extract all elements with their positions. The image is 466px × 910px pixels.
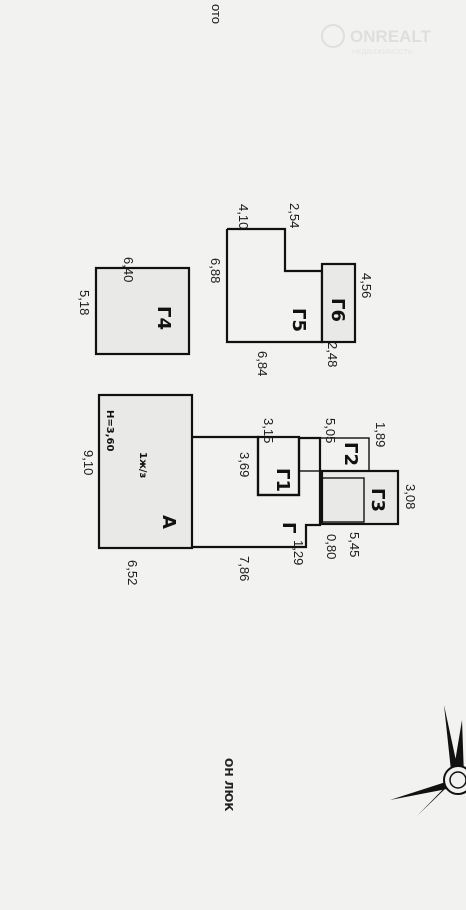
g5-dim-bottom: 6,84 (255, 351, 270, 376)
g4-dim-left: 5,18 (77, 290, 92, 315)
building-g3-inner (321, 477, 365, 523)
g5-dim-top: 4,10 (236, 204, 251, 229)
building-a-label: А (158, 515, 179, 529)
building-g5: Г5 4,10 2,54 6,88 6,84 (208, 203, 324, 376)
building-g4: Г4 6,40 5,18 (77, 257, 191, 356)
building-a-floors: 1ж/з (137, 452, 148, 479)
g3-dim-right: 3,08 (403, 484, 418, 509)
building-g1-label: Г1 (272, 468, 293, 492)
building-g3: Г3 3,08 5,45 (320, 469, 418, 557)
corner-text: ото (209, 4, 224, 24)
g4-dim-top: 6,40 (121, 257, 136, 282)
compass-rose-icon (390, 705, 466, 816)
building-g4-label: Г4 (153, 306, 174, 330)
building-g2: Г2 5,05 1,89 (298, 418, 388, 472)
building-g2-label: Г2 (340, 442, 361, 466)
g2-dim-right: 1,89 (373, 422, 388, 447)
g6-dim-bottom: 2,48 (325, 342, 340, 367)
building-a-outline (97, 393, 194, 550)
g5-dim-left: 6,88 (208, 258, 223, 283)
building-g3-outline (320, 469, 400, 526)
building-g4-outline (94, 266, 191, 356)
street-label: ОН ЛЮК (222, 758, 235, 811)
building-g3-label: Г3 (367, 488, 388, 512)
g1-dim-top: 3,15 (261, 418, 276, 443)
watermark-tagline: НЕДВИЖИМОСТЬ (352, 49, 413, 56)
g1-dim-left: 3,69 (237, 452, 252, 477)
extra-dim-1: 1,29 (291, 540, 306, 565)
watermark-logo-icon (321, 24, 345, 48)
building-g-label: Г (278, 522, 299, 533)
g-dim-bottom: 7,86 (237, 556, 252, 581)
extra-dim-2: 0,80 (324, 534, 339, 559)
building-a: А 1ж/з Н=3,60 9,10 6,52 (81, 393, 194, 585)
watermark-brand: ONREALT (350, 27, 432, 46)
building-g5-label: Г5 (288, 308, 309, 332)
building-g-outline (192, 435, 322, 549)
building-g1: Г1 3,15 3,69 (237, 418, 301, 497)
building-g6: Г6 4,56 2,48 (320, 262, 374, 367)
building-a-height: Н=3,60 (104, 410, 115, 451)
building-g6-outline (320, 262, 357, 344)
a-dim-bottom: 6,52 (125, 560, 140, 585)
g2-dim-top: 5,05 (323, 418, 338, 443)
building-g6-label: Г6 (327, 298, 348, 322)
g3-dim-bottom: 5,45 (347, 532, 362, 557)
a-dim-left: 9,10 (81, 450, 96, 475)
g6-dim-right: 4,56 (359, 273, 374, 298)
g5-dim-step: 2,54 (287, 203, 302, 228)
watermark: ONREALT НЕДВИЖИМОСТЬ (321, 24, 432, 56)
